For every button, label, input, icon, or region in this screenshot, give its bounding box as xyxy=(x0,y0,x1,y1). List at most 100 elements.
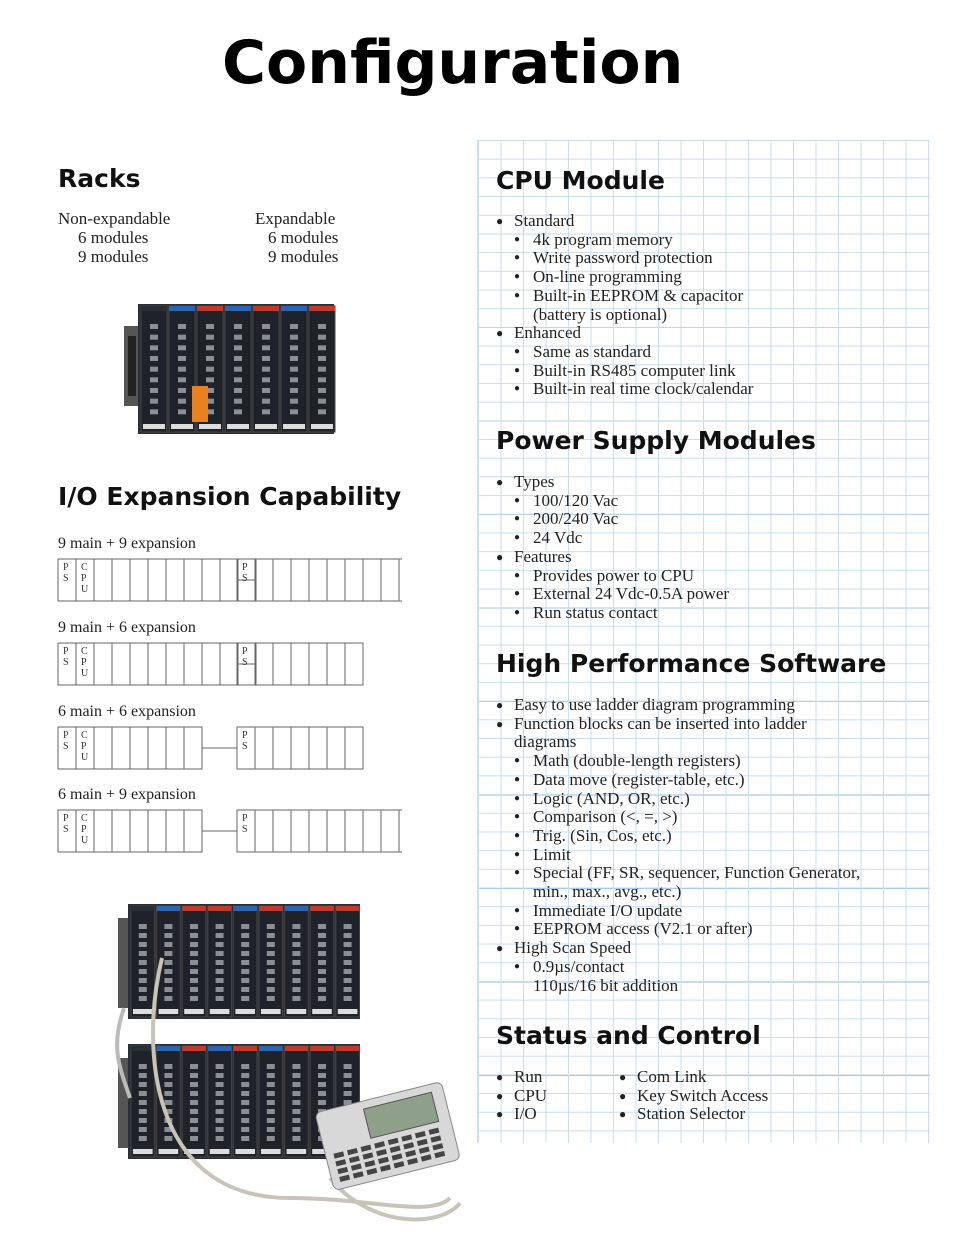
terminal xyxy=(241,969,250,974)
ps-label: P xyxy=(242,562,248,573)
terminal xyxy=(206,356,214,361)
module-color-strip xyxy=(233,906,257,911)
keypad-key xyxy=(366,1167,378,1176)
terminal xyxy=(234,388,242,393)
terminal xyxy=(266,942,275,947)
io-config-label: 9 main + 9 expansion xyxy=(58,535,196,552)
keypad-key xyxy=(391,1153,403,1161)
module-color-strip xyxy=(284,1046,309,1051)
terminal xyxy=(138,924,147,929)
terminal xyxy=(190,978,198,983)
keypad-key xyxy=(434,1150,446,1159)
terminal xyxy=(190,1091,198,1096)
keypad-key xyxy=(430,1135,442,1143)
terminal xyxy=(190,969,198,974)
module-label-strip xyxy=(235,1149,255,1154)
list-item: Built-in EEPROM & capacitor xyxy=(496,286,753,306)
list-item: 110µs/16 bit addition xyxy=(533,975,679,995)
status-list-col1: RunCPUI/O xyxy=(496,1067,547,1124)
terminal xyxy=(190,1118,198,1123)
module-label-strip xyxy=(133,1009,153,1014)
terminal xyxy=(215,1127,224,1132)
list-item: Data move (register-table, etc.) xyxy=(496,770,860,790)
cpu-module-heading: CPU Module xyxy=(496,166,665,195)
terminal xyxy=(190,951,198,956)
terminal xyxy=(190,942,198,947)
keypad-key xyxy=(335,1159,347,1167)
terminal xyxy=(138,1100,147,1105)
terminal xyxy=(138,1073,147,1078)
terminal xyxy=(318,398,326,404)
terminal xyxy=(164,1091,173,1096)
terminal xyxy=(290,334,298,340)
module-color-strip xyxy=(182,906,206,911)
list-item: 200/240 Vac xyxy=(496,510,729,529)
terminal xyxy=(266,924,275,929)
terminal xyxy=(150,356,158,361)
module-color-strip xyxy=(131,1046,155,1051)
terminal xyxy=(178,334,186,340)
terminal xyxy=(262,334,270,340)
cpu-label: P xyxy=(81,657,87,668)
terminal xyxy=(138,969,147,974)
terminal xyxy=(164,987,173,992)
terminal xyxy=(150,334,158,340)
terminal xyxy=(138,933,147,938)
plc-rack-photo xyxy=(124,304,336,434)
terminal xyxy=(290,345,298,351)
terminal xyxy=(318,324,326,329)
module-label-strip xyxy=(311,424,333,429)
terminal xyxy=(292,1082,301,1087)
terminal xyxy=(343,996,352,1001)
terminal xyxy=(178,356,186,361)
terminal xyxy=(215,1118,224,1123)
terminal xyxy=(343,1100,352,1105)
keypad-key xyxy=(379,1164,391,1172)
terminal xyxy=(318,366,326,372)
module-label-strip xyxy=(286,1149,307,1154)
list-item: (battery is optional) xyxy=(533,304,668,324)
terminal xyxy=(138,1064,147,1069)
terminal xyxy=(190,1100,198,1105)
terminal xyxy=(292,1109,301,1114)
terminal xyxy=(266,1109,275,1114)
terminal xyxy=(292,1091,301,1096)
keypad-key xyxy=(416,1138,428,1147)
io-config-label: 6 main + 6 expansion xyxy=(58,703,196,720)
ps-label: S xyxy=(63,573,69,584)
terminal xyxy=(241,1127,250,1132)
terminal xyxy=(164,1064,173,1069)
terminal xyxy=(190,933,198,938)
module-label-strip xyxy=(199,424,221,429)
module-color-strip xyxy=(225,306,251,311)
racks-col2-title: Expandable xyxy=(255,209,336,228)
ps-label: P xyxy=(63,730,69,741)
racks-col1-item: 9 modules xyxy=(78,247,149,266)
status-list-col2: Com LinkKey Switch AccessStation Selecto… xyxy=(619,1067,768,1124)
terminal xyxy=(234,356,242,361)
keypad-key xyxy=(348,1155,360,1163)
terminal xyxy=(343,942,352,947)
module-label-strip xyxy=(261,1009,281,1014)
expansion-system-photo xyxy=(115,904,462,1222)
terminal xyxy=(138,1091,147,1096)
terminal xyxy=(292,960,301,965)
terminal xyxy=(241,987,250,992)
terminal xyxy=(318,334,326,340)
terminal xyxy=(215,924,224,929)
terminal xyxy=(234,334,242,340)
list-item: Comparison (<, =, >) xyxy=(496,808,860,827)
list-item: Features xyxy=(496,547,729,567)
terminal xyxy=(318,969,326,974)
terminal xyxy=(266,1127,275,1132)
keypad-key xyxy=(350,1163,362,1171)
terminal xyxy=(318,1064,326,1069)
terminal xyxy=(178,409,186,415)
keypad-key xyxy=(405,1149,417,1158)
terminal xyxy=(290,409,298,415)
module-label-strip xyxy=(227,424,249,429)
terminal xyxy=(138,942,147,947)
terminal xyxy=(343,1082,352,1087)
